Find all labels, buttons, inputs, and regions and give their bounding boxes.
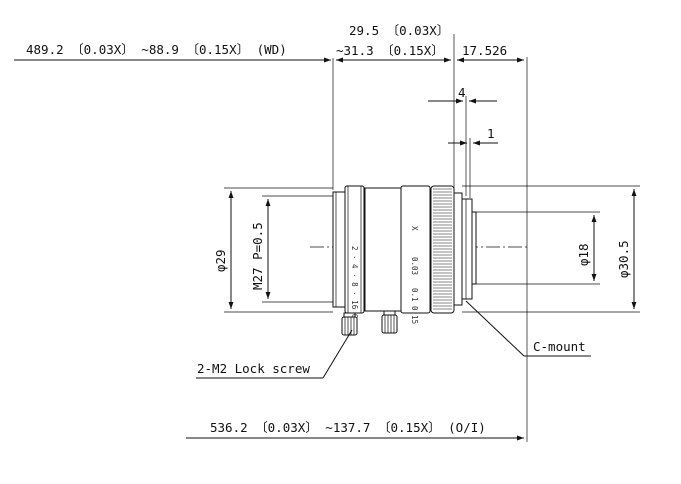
rear-tube [471,211,477,285]
dim-phi-30-5: φ30.5 [616,189,637,309]
knurling-pattern [433,188,452,310]
wd-range-label: 489.2 〔0.03X〕 ~88.9 〔0.15X〕 (WD) [26,42,287,57]
lock-screw-label: 2-M2 Lock screw [197,361,310,376]
lens-scale-markings: 2 · 4 · 8 · 16 C X 0.03 0.1 0.15 [350,226,419,324]
oi-range-label: 536.2 〔0.03X〕 ~137.7 〔0.15X〕 (O/I) [210,420,486,435]
length-top-label: 29.5 〔0.03X〕 [349,23,449,38]
mag-x-mark: X [410,226,419,231]
filter-thread-label: M27 P=0.5 [250,222,265,290]
step-1-label: 1 [487,126,495,141]
focus-scale-text: 2 · 4 · 8 · 16 C [350,246,359,318]
mag-003-mark: 0.03 [410,257,419,275]
dim-phi-29: φ29 [213,191,234,309]
c-mount-thread [461,198,473,300]
dim-lens-length: 29.5 〔0.03X〕 ~31.3 〔0.15X〕 [336,23,451,63]
c-mount-label: C-mount [533,339,586,354]
callout-c-mount: C-mount [465,300,591,357]
phi-30-5-label: φ30.5 [616,240,631,278]
main-barrel [364,187,402,312]
phi-29-label: φ29 [213,249,228,272]
mag-01-mark: 0.1 0.15 [410,288,419,324]
lens-body [332,185,477,314]
length-bottom-label: ~31.3 〔0.15X〕 [336,43,444,58]
dim-step-4: 4 [428,85,497,104]
front-filter-section [332,191,346,308]
dim-flange-back: 17.526 [457,43,524,63]
dim-step-1: 1 [448,126,498,146]
lock-screw-2 [381,310,398,334]
mount-flange [453,192,463,306]
phi-18-label: φ18 [576,243,591,266]
dim-filter-thread: M27 P=0.5 [250,199,271,299]
flange-back-label: 17.526 [462,43,507,58]
dim-wd-range: 489.2 〔0.03X〕 ~88.9 〔0.15X〕 (WD) [14,42,331,63]
magnification-ring [400,185,431,314]
dim-phi-18: φ18 [576,215,597,281]
step-4-label: 4 [458,85,466,100]
extension-lines [224,34,640,442]
callout-lock-screw: 2-M2 Lock screw [196,329,353,379]
dim-oi-range: 536.2 〔0.03X〕 ~137.7 〔0.15X〕 (O/I) [186,420,524,441]
